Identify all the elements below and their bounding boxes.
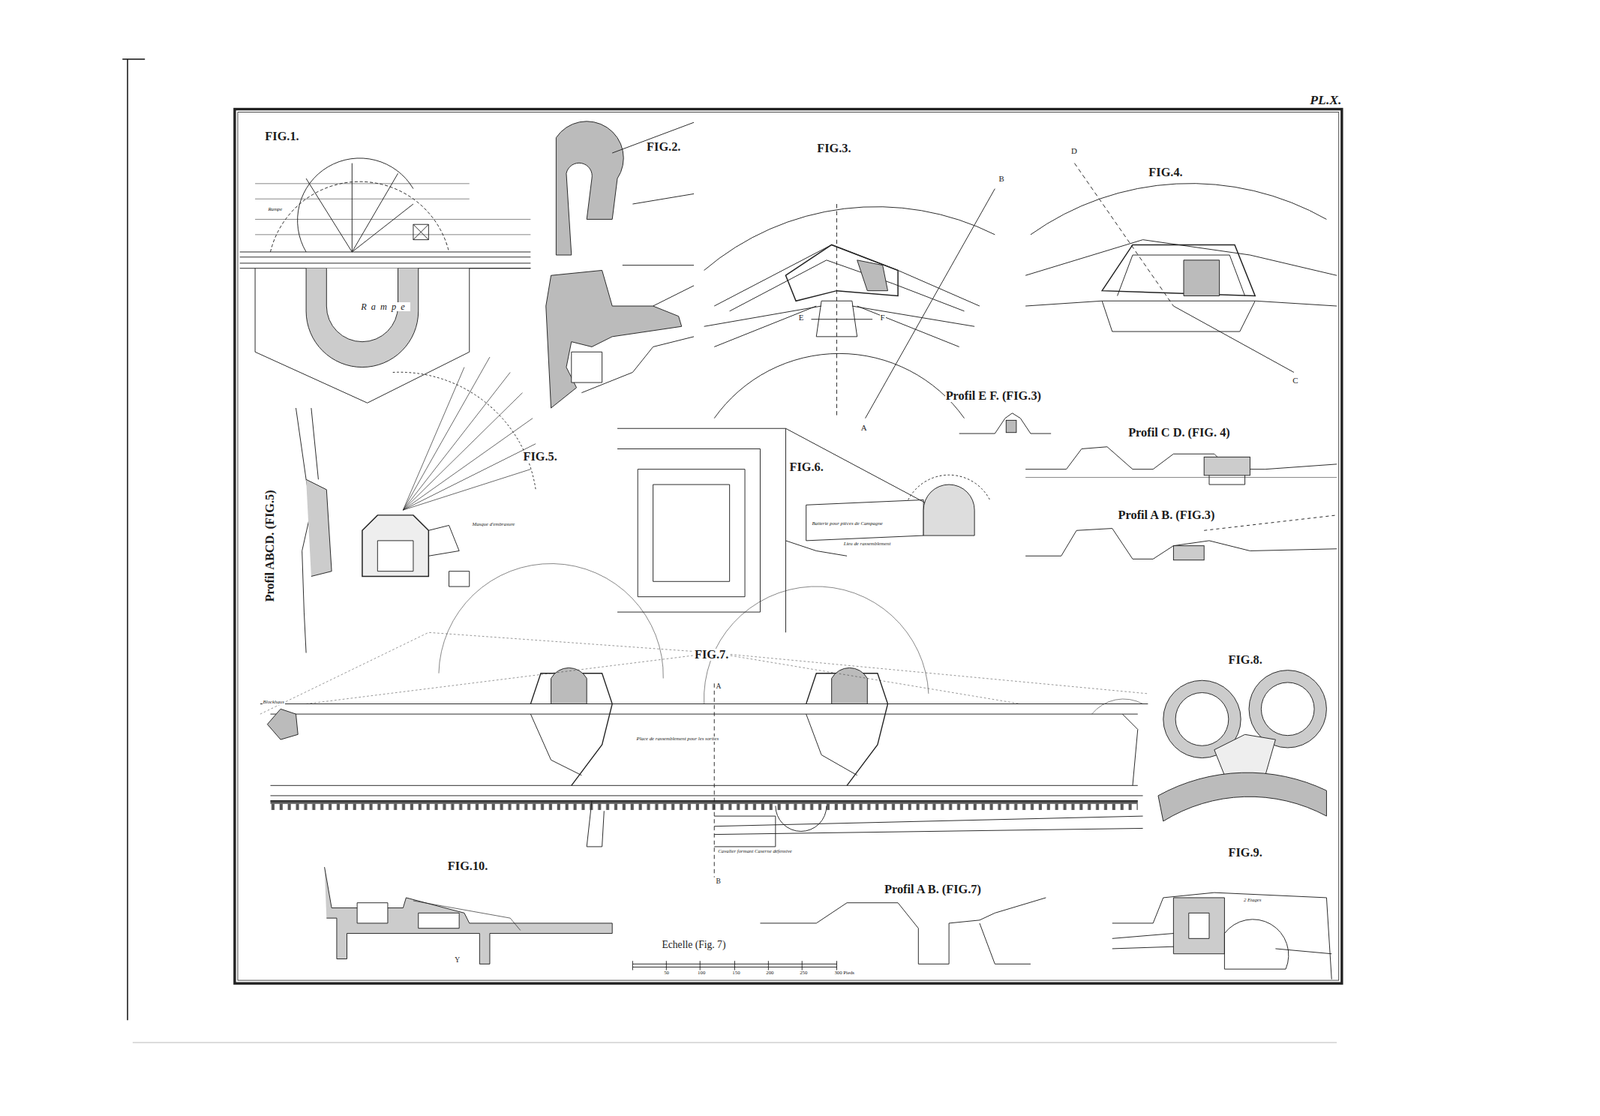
section-letter: A — [860, 423, 868, 433]
figure-title: FIG.7. — [693, 648, 730, 661]
profile-title: Profil ABCD. (FIG.5) — [264, 489, 277, 603]
area-label: Place de rassemblement pour les sorties — [635, 736, 720, 742]
battery-label: Batterie pour pièces de Campagne — [810, 521, 883, 527]
section-letter: B — [997, 174, 1005, 184]
section-letter: D — [1070, 147, 1078, 156]
scale-title: Echelle (Fig. 7) — [660, 939, 727, 951]
scale-number: 300 Pieds — [833, 970, 856, 976]
scale-number: 150 — [731, 970, 741, 976]
profile-title: Profil E F. (FIG.3) — [945, 390, 1042, 403]
scale-number: 250 — [798, 970, 808, 976]
embrasure-label: Masque d'embrasure — [471, 522, 516, 528]
figure-title: FIG.1. — [264, 130, 300, 143]
section-letter: B — [715, 878, 722, 886]
scale-number: 100 — [696, 970, 706, 976]
figure-title: FIG.4. — [1147, 166, 1183, 179]
figure-title: FIG.3. — [816, 142, 852, 155]
section-letter: A — [715, 683, 723, 691]
ramp-label: Rampe — [360, 302, 411, 312]
section-letter: E — [798, 313, 805, 322]
scale-number: 200 — [765, 970, 775, 976]
section-letter: C — [1291, 376, 1299, 385]
profile-title: Profil C D. (FIG. 4) — [1127, 426, 1231, 439]
profile-title: Profil A B. (FIG.7) — [883, 883, 982, 896]
figure-title: FIG.8. — [1227, 654, 1263, 667]
figure-title: FIG.6. — [789, 461, 825, 474]
building-label: Cavalier formant Caserne défensive — [717, 849, 793, 855]
ramp-label: Rampe — [267, 207, 283, 213]
area-label: Lieu de rassemblement — [843, 541, 892, 547]
figure-title: FIG.9. — [1227, 846, 1263, 859]
figure-title: FIG.10. — [447, 860, 489, 873]
room-letter: Y — [453, 957, 461, 965]
scale-number: 50 — [663, 970, 670, 976]
figure-title: FIG.5. — [522, 450, 558, 463]
floor-label: 2 Etages — [1242, 897, 1263, 904]
profile-title: Profil A B. (FIG.3) — [1117, 509, 1216, 522]
blockhouse-label: Blockhaus — [262, 699, 286, 706]
section-letter: F — [879, 313, 886, 322]
figure-title: FIG.2. — [645, 141, 682, 154]
plate-number: PL.X. — [1308, 93, 1342, 108]
